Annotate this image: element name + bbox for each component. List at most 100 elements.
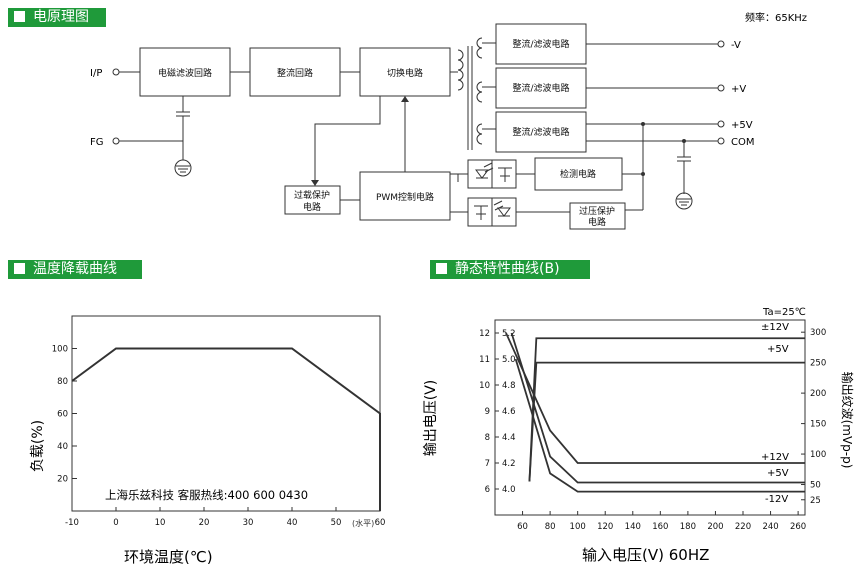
transformer-icon bbox=[457, 37, 483, 150]
series-label-pm12v: ±12V bbox=[761, 322, 789, 333]
section-title-derating: 温度降载曲线 bbox=[33, 261, 117, 277]
input-label: I/P bbox=[90, 68, 102, 79]
static-ta-label: Ta=25℃ bbox=[762, 307, 806, 318]
series-line bbox=[514, 358, 805, 493]
y-tick-label: 40 bbox=[57, 442, 68, 452]
ground-symbol-icon bbox=[174, 159, 192, 177]
series-label-neg12v: -12V bbox=[765, 494, 788, 505]
circuit-diagram: 频率：65KHz I/P FG 电磁滤波回路 整流回路 切换电路 整流/滤波电路… bbox=[90, 11, 807, 230]
x-tick-label: 20 bbox=[199, 518, 210, 528]
ground-symbol-icon bbox=[675, 192, 693, 210]
series-label-5v-ripple: +5V bbox=[767, 344, 789, 355]
y-left-outer-label: 6 bbox=[485, 485, 490, 495]
emi-filter-block bbox=[139, 47, 231, 97]
static-curves bbox=[505, 332, 805, 493]
derating-y-label: 负载(%) bbox=[30, 420, 46, 472]
y-left-inner-label: 4.0 bbox=[502, 485, 516, 495]
section-header-derating: 温度降载曲线 bbox=[8, 260, 142, 279]
overload-block bbox=[284, 185, 341, 215]
series-label-5v: +5V bbox=[767, 468, 789, 479]
arrow-up-icon bbox=[401, 96, 409, 102]
pwm-block bbox=[359, 171, 451, 221]
y-left-inner-label: 5.0 bbox=[502, 355, 516, 365]
static-plot-frame bbox=[494, 319, 806, 516]
y-tick-label: 80 bbox=[57, 377, 68, 387]
series-label-12v: +12V bbox=[761, 452, 789, 463]
section-header-static: 静态特性曲线(B) bbox=[430, 260, 590, 279]
y-tick-label: 100 bbox=[52, 345, 68, 355]
square-bullet-icon bbox=[436, 263, 447, 274]
y-right-tick-label: 100 bbox=[810, 450, 826, 460]
rect-filter-label-2: 整流/滤波电路 bbox=[512, 82, 569, 94]
section-title-circuit: 电原理图 bbox=[33, 9, 89, 25]
out-neg-v-terminal bbox=[717, 40, 725, 48]
x-tick-label: 260 bbox=[790, 522, 806, 532]
y-left-outer-label: 8 bbox=[485, 433, 490, 443]
out-com-terminal bbox=[717, 137, 725, 145]
y-right-tick-label: 300 bbox=[810, 328, 826, 338]
derating-x-label: 环境温度(℃) bbox=[124, 548, 213, 566]
y-tick-label: 60 bbox=[57, 410, 68, 420]
derating-plot-frame bbox=[71, 315, 381, 512]
pwm-label: PWM控制电路 bbox=[376, 191, 434, 203]
optocoupler-icon-2 bbox=[467, 197, 517, 227]
y-left-inner-label: 4.2 bbox=[502, 459, 516, 469]
x-tick-label: 180 bbox=[680, 522, 696, 532]
out-label-com: COM bbox=[731, 137, 754, 148]
x-tick-label: 80 bbox=[545, 522, 556, 532]
static-x-label: 输入电压(V) 60HZ bbox=[582, 546, 709, 564]
x-tick-label: 140 bbox=[625, 522, 641, 532]
y-right-tick-label: 50 bbox=[810, 481, 821, 491]
detect-label: 检测电路 bbox=[560, 168, 596, 180]
x-tick-label: 60 bbox=[517, 522, 528, 532]
overload-label-1: 过载保护 bbox=[294, 189, 330, 201]
ovp-label-2: 电路 bbox=[588, 216, 606, 228]
x-tick-label: 40 bbox=[287, 518, 298, 528]
y-left-outer-label: 11 bbox=[479, 355, 490, 365]
input-terminal bbox=[112, 68, 120, 76]
y-left-inner-label: 5.2 bbox=[502, 329, 516, 339]
square-bullet-icon bbox=[14, 11, 25, 22]
ovp-label-1: 过压保护 bbox=[579, 205, 615, 217]
x-tick-label: 240 bbox=[762, 522, 778, 532]
optocoupler-icon-1 bbox=[467, 159, 517, 189]
y-left-inner-label: 4.8 bbox=[502, 381, 516, 391]
out-pos-v-terminal bbox=[717, 84, 725, 92]
y-right-tick-label: 25 bbox=[810, 496, 821, 506]
x-tick-label: 50 bbox=[331, 518, 342, 528]
switch-block bbox=[359, 47, 451, 97]
rect-filter-label-1: 整流/滤波电路 bbox=[512, 38, 569, 50]
frequency-label: 频率：65KHz bbox=[745, 11, 807, 24]
derating-x-unit: (水平) bbox=[352, 518, 374, 528]
x-tick-label: 30 bbox=[243, 518, 254, 528]
arrow-down-icon bbox=[311, 180, 319, 186]
derating-watermark: 上海乐兹科技 客服热线:400 600 0430 bbox=[105, 488, 308, 502]
rect-filter-block-3 bbox=[495, 111, 587, 153]
ovp-block bbox=[569, 202, 626, 230]
section-title-static: 静态特性曲线(B) bbox=[455, 261, 560, 277]
derating-y-axis: 20 40 60 80 100 bbox=[52, 345, 77, 485]
series-line bbox=[528, 361, 805, 482]
y-left-outer-label: 9 bbox=[485, 407, 490, 417]
x-tick-label: 200 bbox=[707, 522, 723, 532]
section-header-circuit: 电原理图 bbox=[8, 8, 106, 27]
y-tick-label: 20 bbox=[57, 475, 68, 485]
fg-terminal bbox=[112, 137, 120, 145]
fg-label: FG bbox=[90, 137, 104, 148]
rectifier-block bbox=[249, 47, 341, 97]
x-tick-label: 0 bbox=[113, 518, 118, 528]
y-left-outer-label: 7 bbox=[485, 459, 490, 469]
y-left-outer-label: 12 bbox=[479, 329, 490, 339]
static-y-label-left: 输出电压(V) bbox=[423, 380, 439, 457]
square-bullet-icon bbox=[14, 263, 25, 274]
out-label-neg-v: -V bbox=[731, 40, 741, 51]
x-tick-label: 60 bbox=[375, 518, 386, 528]
x-tick-label: 120 bbox=[597, 522, 613, 532]
series-line bbox=[510, 332, 805, 484]
out-label-5v: +5V bbox=[731, 120, 753, 131]
series-line bbox=[505, 332, 805, 464]
rectifier-label: 整流回路 bbox=[277, 67, 313, 79]
